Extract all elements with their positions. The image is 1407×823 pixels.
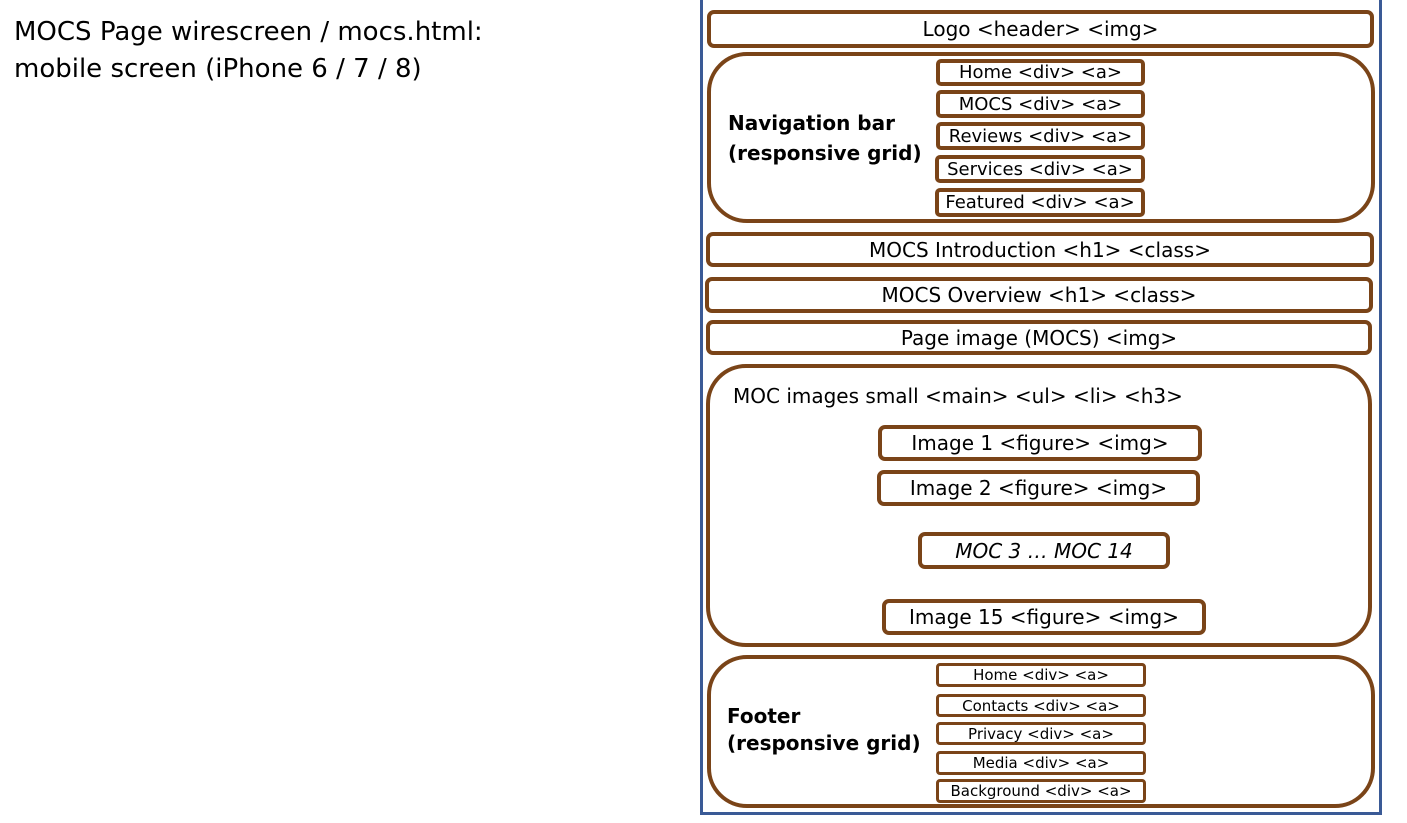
nav-item-featured: Featured <div> <a> bbox=[935, 188, 1145, 217]
main-images-heading: MOC images small <main> <ul> <li> <h3> bbox=[733, 384, 1183, 408]
footer-item-media: Media <div> <a> bbox=[936, 751, 1146, 775]
nav-item-reviews: Reviews <div> <a> bbox=[936, 122, 1145, 150]
footer-label: Footer (responsive grid) bbox=[727, 704, 921, 755]
nav-item-home: Home <div> <a> bbox=[936, 59, 1145, 86]
page-image-box: Page image (MOCS) <img> bbox=[706, 320, 1372, 355]
title-line-2: mobile screen (iPhone 6 / 7 / 8) bbox=[14, 54, 422, 84]
main-image-range: MOC 3 … MOC 14 bbox=[918, 532, 1170, 569]
title-line-1: MOCS Page wirescreen / mocs.html: bbox=[14, 17, 483, 47]
mobile-screen-frame bbox=[700, 0, 1382, 815]
main-image-2: Image 2 <figure> <img> bbox=[877, 470, 1200, 506]
footer-item-background: Background <div> <a> bbox=[936, 779, 1146, 803]
nav-item-mocs: MOCS <div> <a> bbox=[936, 90, 1145, 118]
footer-item-privacy: Privacy <div> <a> bbox=[936, 722, 1146, 745]
intro-heading-box: MOCS Introduction <h1> <class> bbox=[706, 232, 1374, 267]
header-logo-label: Logo <header> <img> bbox=[922, 17, 1159, 41]
main-image-1: Image 1 <figure> <img> bbox=[878, 425, 1202, 461]
main-image-15: Image 15 <figure> <img> bbox=[882, 599, 1206, 635]
footer-item-home: Home <div> <a> bbox=[936, 663, 1146, 687]
header-logo-box: Logo <header> <img> bbox=[707, 10, 1374, 48]
footer-item-contacts: Contacts <div> <a> bbox=[936, 694, 1146, 717]
nav-bar-label: Navigation bar (responsive grid) bbox=[728, 111, 922, 165]
overview-heading-box: MOCS Overview <h1> <class> bbox=[705, 277, 1373, 313]
page-title: MOCS Page wirescreen / mocs.html: mobile… bbox=[14, 14, 483, 88]
nav-item-services: Services <div> <a> bbox=[935, 155, 1145, 183]
